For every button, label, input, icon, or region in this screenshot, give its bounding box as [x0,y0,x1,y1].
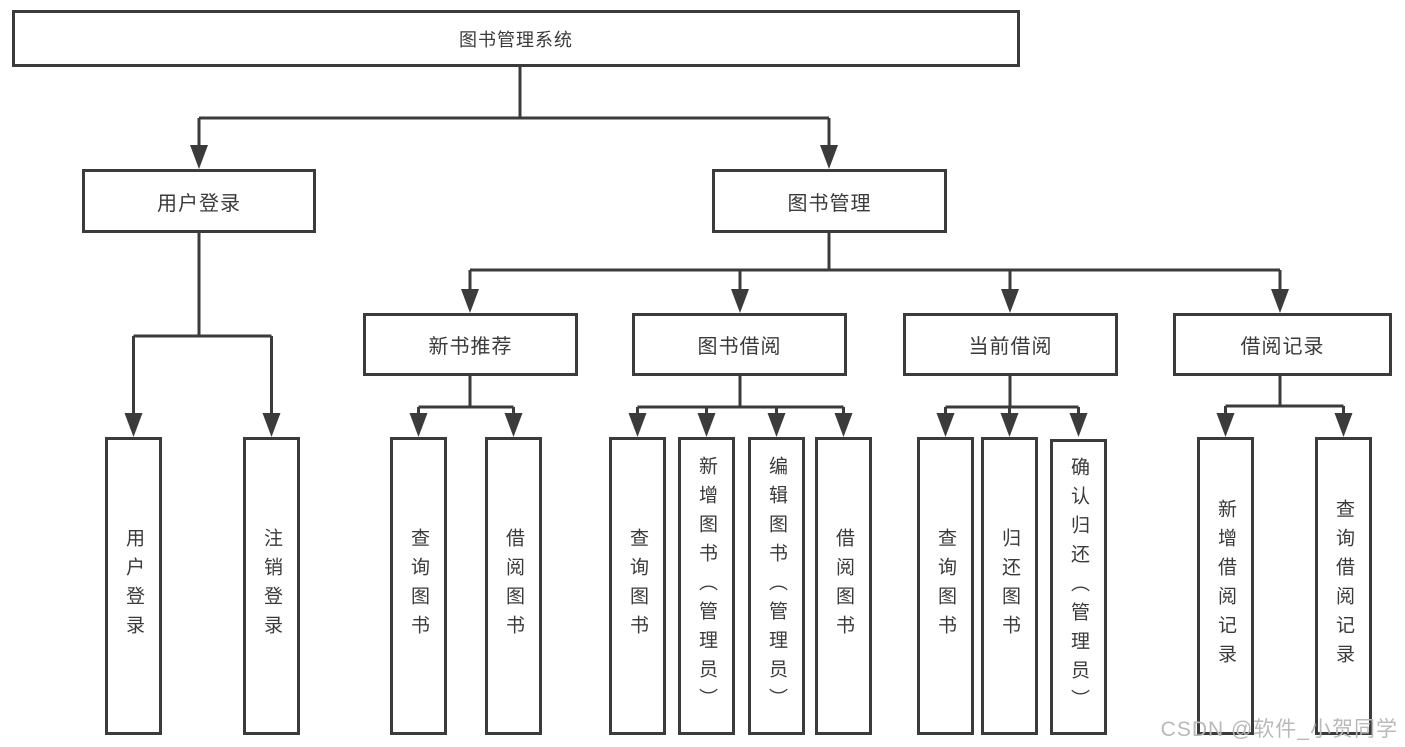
leaf-logout-label: 注销登录 [261,528,282,644]
edge-bookmgmt-to-level2 [468,233,1282,291]
watermark: CSDN @软件_小贺同学 [1160,718,1398,741]
leaf-borrow-add-books-admin-label: 新增图书（管理员） [696,455,717,717]
leaf-borrow-query-books: 查询图书 [609,437,666,735]
arrowhead [262,413,281,437]
edge-userlogin-to-children [132,233,273,415]
leaf-user-login-label: 用户登录 [123,528,144,644]
leaf-borrow-borrow-books: 借阅图书 [815,437,872,735]
leaf-current-confirm-return-admin-label: 确认归还（管理员） [1068,456,1089,718]
arrowhead [409,413,428,437]
arrowhead [1271,289,1289,313]
node-current-borrow: 当前借阅 [903,313,1118,376]
arrowhead [1000,413,1019,437]
edge-current-to-children [944,376,1080,415]
leaf-recommend-query-books: 查询图书 [390,437,447,735]
arrowhead [1069,413,1088,437]
leaf-borrow-add-books-admin: 新增图书（管理员） [678,437,735,735]
arrowhead [1216,413,1235,437]
leaf-recommend-borrow-books: 借阅图书 [485,437,542,735]
arrowhead [628,413,647,437]
leaf-recommend-query-books-label: 查询图书 [408,528,429,644]
leaf-borrow-query-books-label: 查询图书 [627,528,648,644]
edge-borrow-to-children [636,376,845,415]
leaf-logout: 注销登录 [243,437,300,735]
node-user-login: 用户登录 [82,169,316,233]
leaf-user-login: 用户登录 [105,437,162,735]
leaf-current-confirm-return-admin: 确认归还（管理员） [1050,439,1107,735]
leaf-current-return-books-label: 归还图书 [999,528,1020,644]
leaf-borrow-borrow-books-label: 借阅图书 [833,528,854,644]
leaf-records-add-record: 新增借阅记录 [1197,437,1254,735]
arrowhead [731,289,749,313]
arrowhead [504,413,523,437]
leaf-current-query-books: 查询图书 [917,437,974,735]
arrowhead [461,289,479,313]
leaf-records-query-record-label: 查询借阅记录 [1333,499,1354,673]
leaf-current-return-books: 归还图书 [981,437,1038,735]
arrowhead [834,413,853,437]
arrowhead [1334,413,1353,437]
arrowhead [697,413,716,437]
leaf-current-query-books-label: 查询图书 [935,528,956,644]
edge-records-to-children [1224,376,1345,415]
node-new-book-recommend: 新书推荐 [363,313,578,376]
leaf-borrow-edit-books-admin: 编辑图书（管理员） [748,437,805,735]
arrowhead [767,413,786,437]
arrowhead [124,413,143,437]
arrowhead [936,413,955,437]
node-book-management: 图书管理 [712,169,947,233]
edge-recommend-to-children [417,376,515,415]
node-library-system: 图书管理系统 [12,10,1020,67]
leaf-borrow-edit-books-admin-label: 编辑图书（管理员） [766,455,787,717]
leaf-records-add-record-label: 新增借阅记录 [1215,499,1236,673]
node-book-borrow: 图书借阅 [632,313,847,376]
leaf-records-query-record: 查询借阅记录 [1315,437,1372,735]
arrowhead [190,145,208,169]
leaf-recommend-borrow-books-label: 借阅图书 [503,528,524,644]
arrowhead [820,145,838,169]
node-borrow-records: 借阅记录 [1173,313,1392,376]
arrowhead [1001,289,1019,313]
edge-root-to-level1 [197,67,831,147]
